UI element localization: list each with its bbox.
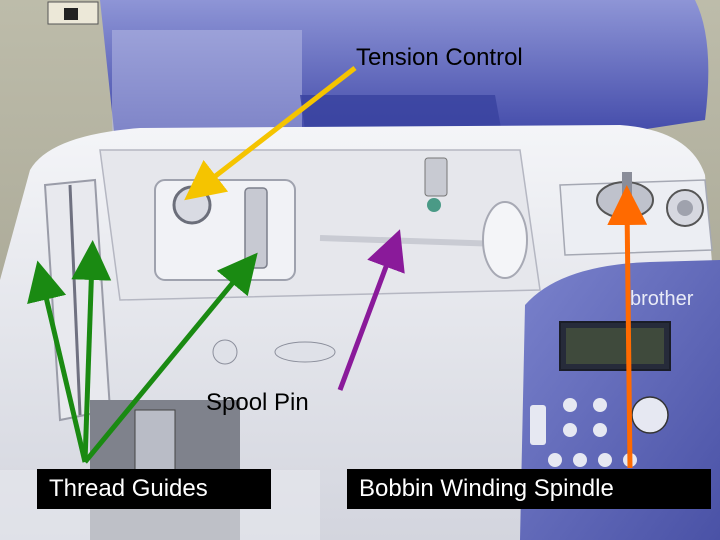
spool-pin [319,235,501,247]
lcd-glass [566,328,664,364]
start-stop-button [274,341,336,363]
thread-guide-clip [424,157,448,197]
spool-pin-label: Spool Pin [206,389,309,416]
bobbin-stopper-center [677,200,693,216]
guide-screw [427,198,441,212]
bobbin-winding-spindle-label: Bobbin Winding Spindle [347,469,711,509]
presser-foot [134,409,176,471]
thread-guides-label: Thread Guides [37,469,271,509]
cutter-button [212,339,238,365]
bobbin-spindle [622,172,632,202]
brand-logo: brother [630,288,694,310]
sticker-mark [64,8,78,20]
take-up-slot [244,187,268,269]
spool-cap [482,201,528,279]
tension-dial [172,185,212,225]
lid-window [112,30,302,140]
tension-control-label: Tension Control [356,44,523,71]
